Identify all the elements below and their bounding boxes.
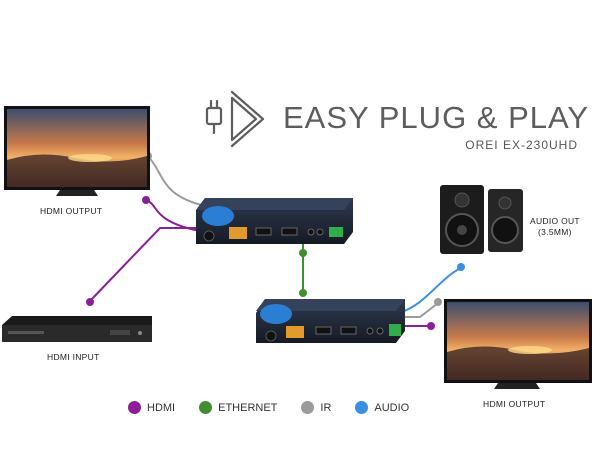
audio-out-label: AUDIO OUT	[530, 216, 580, 226]
ir-dot	[434, 298, 442, 306]
speaker-icon	[440, 185, 523, 254]
legend-label: HDMI	[147, 402, 175, 414]
legend-label: ETHERNET	[218, 402, 277, 414]
page-title: EASY PLUG & PLAY	[283, 100, 589, 136]
legend-swatch	[301, 401, 314, 414]
audio-dot	[457, 263, 465, 271]
hdmi-output-label: HDMI OUTPUT	[483, 399, 545, 409]
audio-out-sublabel: (3.5MM)	[538, 227, 572, 237]
legend-swatch	[128, 401, 141, 414]
extender-icon	[196, 198, 353, 244]
plug-play-icon	[207, 92, 263, 146]
legend-item-ethernet: ETHERNET	[199, 401, 277, 414]
legend-item-hdmi: HDMI	[128, 401, 175, 414]
hdmi-dot	[142, 196, 150, 204]
legend-swatch	[355, 401, 368, 414]
legend-item-ir: IR	[301, 401, 331, 414]
legend: HDMI ETHERNET IR AUDIO	[128, 401, 409, 414]
extender-icon	[256, 299, 405, 343]
hdmi-dot	[86, 298, 94, 306]
tv-icon	[4, 106, 150, 196]
dvd-player-icon	[2, 316, 152, 342]
model-name: OREI EX-230UHD	[465, 138, 578, 152]
legend-item-audio: AUDIO	[355, 401, 409, 414]
legend-label: AUDIO	[374, 402, 409, 414]
legend-swatch	[199, 401, 212, 414]
hdmi-dot	[427, 322, 435, 330]
hdmi-input-label: HDMI INPUT	[47, 352, 100, 362]
tv-icon	[444, 299, 592, 389]
hdmi-output-label: HDMI OUTPUT	[40, 206, 102, 216]
legend-label: IR	[320, 402, 331, 414]
ethernet-dot	[299, 289, 307, 297]
ethernet-dot	[299, 249, 307, 257]
